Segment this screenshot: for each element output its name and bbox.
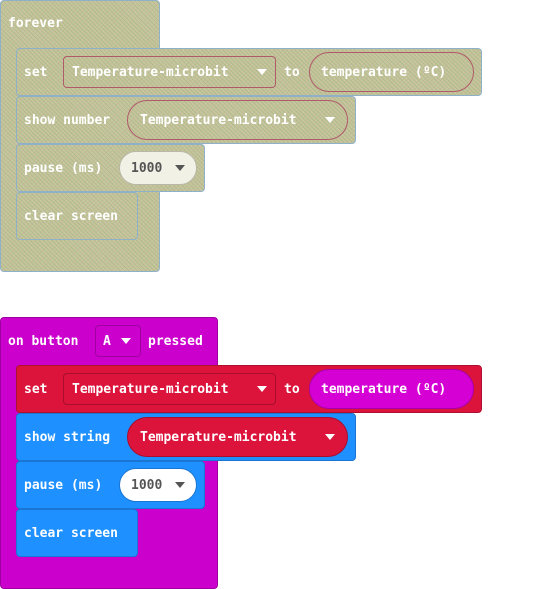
chevron-down-icon [325,434,335,440]
chevron-down-icon [121,338,131,344]
clear-screen-block[interactable] [16,509,138,557]
set-label: set [24,65,48,80]
chevron-down-icon [175,482,185,488]
pause-label: pause (ms) [24,161,103,176]
pressed-label: pressed [148,334,203,349]
variable-reporter[interactable] [127,100,348,140]
chevron-down-icon [175,165,185,171]
variable-dropdown[interactable] [63,373,276,405]
temperature-reporter[interactable] [309,52,474,92]
to-label: to [284,65,300,80]
button-dropdown-label: A [103,334,111,349]
temperature-reporter[interactable] [309,369,474,409]
to-label: to [284,382,300,397]
pause-value: 1000 [131,161,163,176]
temperature-reporter-label: temperature (ºC) [321,382,447,397]
button-dropdown[interactable] [95,325,141,357]
chevron-down-icon [257,69,267,75]
temperature-reporter-label: temperature (ºC) [321,65,447,80]
on-button-label: on button [8,334,79,349]
variable-dropdown-label: Temperature-microbit [72,65,229,80]
variable-dropdown[interactable] [63,56,276,88]
variable-reporter[interactable] [127,417,348,457]
pause-label: pause (ms) [24,478,103,493]
variable-reporter-label: Temperature-microbit [140,113,297,128]
chevron-down-icon [325,117,335,123]
clear-screen-label: clear screen [24,209,118,224]
variable-dropdown-label: Temperature-microbit [72,382,229,397]
pause-value: 1000 [131,478,163,493]
chevron-down-icon [257,386,267,392]
forever-label: forever [8,16,63,31]
clear-screen-block[interactable] [16,192,138,240]
set-label: set [24,382,48,397]
variable-reporter-label: Temperature-microbit [140,430,297,445]
show-number-label: show number [24,113,111,128]
show-string-label: show string [24,430,111,445]
clear-screen-label: clear screen [24,526,118,541]
